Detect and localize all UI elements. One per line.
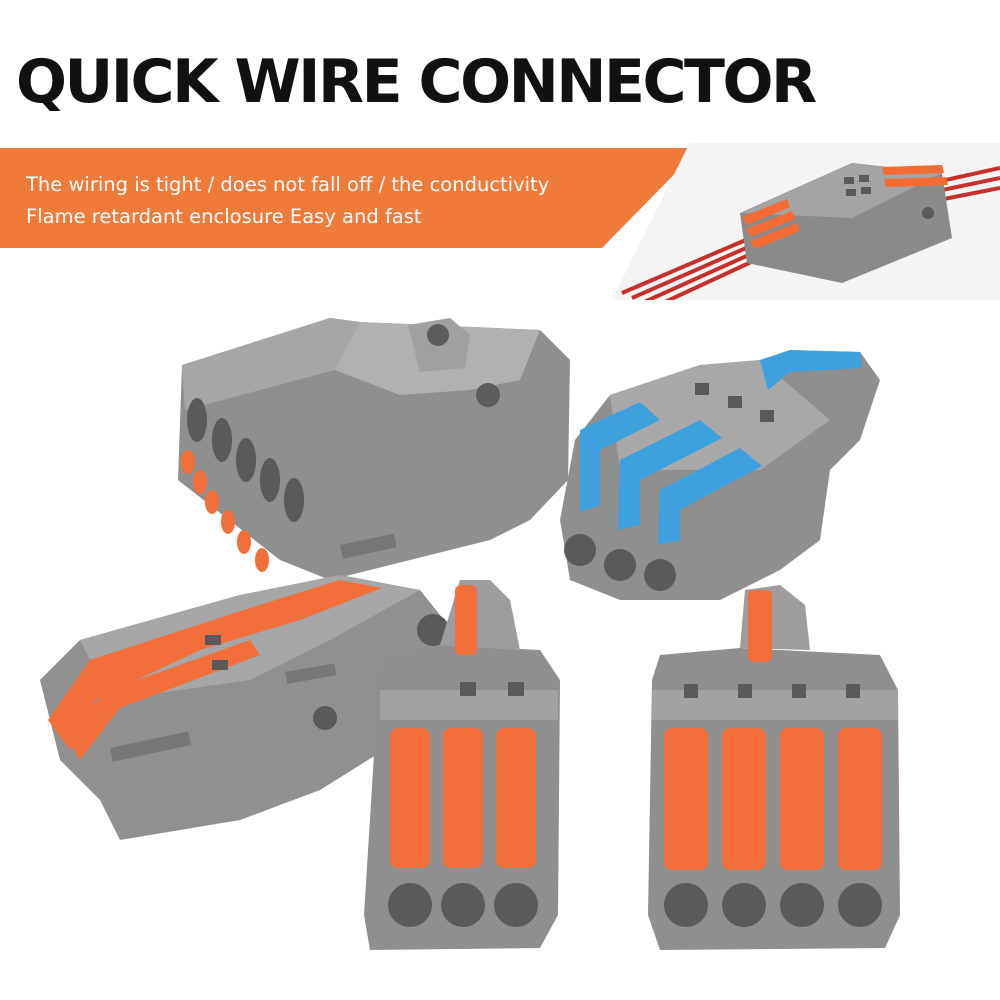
page-title: QUICK WIRE CONNECTOR (16, 47, 817, 117)
inset-connector-illustration (612, 143, 1000, 300)
connector-orange-three-way (364, 580, 560, 950)
connector-blue-three-way (560, 350, 880, 600)
banner-line-1: The wiring is tight / does not fall off … (26, 173, 550, 196)
connector-tilted-orange (40, 575, 452, 840)
inset-photo (612, 143, 1000, 300)
banner-line-2: Flame retardant enclosure Easy and fast (26, 205, 422, 228)
connector-five-way (178, 318, 570, 580)
feature-banner (0, 148, 700, 248)
connector-orange-four-way (648, 585, 900, 950)
